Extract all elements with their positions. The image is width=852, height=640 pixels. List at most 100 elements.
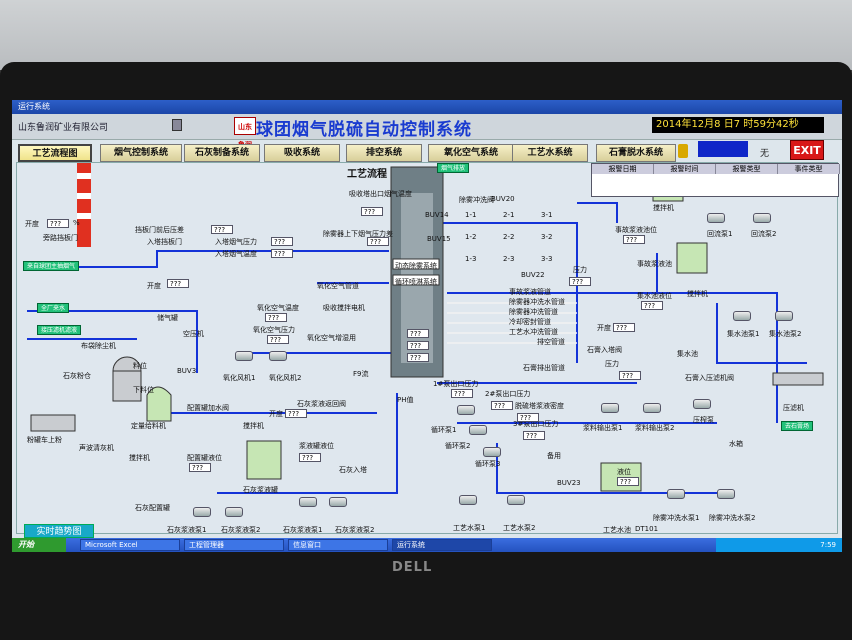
label-bv15: BUV15 xyxy=(427,235,451,243)
flue-gas-tag[interactable]: 烟气排放 xyxy=(437,163,470,173)
label-slurry-reflux: 石灰浆液返回阀 xyxy=(297,400,346,408)
factory-water-tag[interactable]: 全厂来水 xyxy=(37,303,70,313)
tab-process-flow[interactable]: 工艺流程图 xyxy=(18,144,92,162)
task-project-manager[interactable]: 工程管理器 xyxy=(184,539,284,551)
label-v13: 1-3 xyxy=(465,255,477,263)
trend-button[interactable]: 实时趋势图 xyxy=(24,524,94,538)
system-tray[interactable]: 7:59 xyxy=(716,538,842,552)
wall-background xyxy=(0,0,852,70)
value-abs-out-temp: ??? xyxy=(361,207,383,216)
label-rinse-1: 除雾冲洗水泵1 xyxy=(653,514,700,522)
window-title: 运行系统 xyxy=(12,100,842,114)
task-excel[interactable]: Microsoft Excel xyxy=(80,539,180,551)
label-truck: 粉罐车上粉 xyxy=(27,436,62,444)
label-gypsum-press: 石膏入压滤机阀 xyxy=(685,374,734,382)
pump-icon[interactable] xyxy=(329,497,347,507)
label-circ-2: 循环泵2 xyxy=(445,442,471,450)
label-opening-3: 开度 xyxy=(269,410,283,418)
alarm-table[interactable]: 报警日期 报警时间 报警类型 事件类型 xyxy=(591,163,840,197)
exit-button[interactable]: EXIT xyxy=(790,140,824,160)
alarm-header-event: 事件类型 xyxy=(778,164,840,174)
value-pressure-2: ??? xyxy=(619,371,641,380)
label-ox-fan-2: 氧化风机2 xyxy=(269,374,302,382)
value-demist-dp: ??? xyxy=(367,237,389,246)
label-p3: 3#泵出口压力 xyxy=(513,420,559,428)
collect-tank-icon xyxy=(676,242,708,274)
pump-icon[interactable] xyxy=(459,495,477,505)
label-feed-pump-1: 石灰浆液泵1 xyxy=(283,526,323,534)
tab-drain[interactable]: 排空系统 xyxy=(346,144,422,162)
user-login-box[interactable] xyxy=(698,141,748,157)
label-mist-pipe-4: 工艺水冲洗管道 xyxy=(509,328,558,336)
chimney-icon xyxy=(77,163,91,247)
pump-icon[interactable] xyxy=(507,495,525,505)
label-water-tank: 水箱 xyxy=(729,440,743,448)
label-demist-wash: 除雾冲洗阀 xyxy=(459,196,494,204)
label-sulfur-density: 脱硫塔浆液密度 xyxy=(515,402,564,410)
lock-icon[interactable] xyxy=(678,144,688,158)
label-accident-pipe: 事故浆液管道 xyxy=(509,288,551,296)
computer-icon[interactable] xyxy=(172,119,182,131)
value-tower-3: ??? xyxy=(407,353,429,362)
main-flue-tag[interactable]: 来自球团主抽烟气 xyxy=(23,261,80,271)
label-pct: % xyxy=(73,219,80,227)
pump-icon[interactable] xyxy=(693,399,711,409)
tab-flue-gas-control[interactable]: 烟气控制系统 xyxy=(100,144,182,162)
tab-oxidation-air[interactable]: 氧化空气系统 xyxy=(428,144,514,162)
label-slurry-tank: 石灰浆液罐 xyxy=(243,486,278,494)
task-info-window[interactable]: 信息窗口 xyxy=(288,539,388,551)
label-filter-press: 压滤机 xyxy=(783,404,804,412)
label-demister: 动态除雾系统 xyxy=(395,262,437,270)
value-ox-press: ??? xyxy=(267,335,289,344)
label-ox-temp: 氧化空气温度 xyxy=(257,304,299,312)
fan-icon[interactable] xyxy=(269,351,287,361)
label-lime-bin: 石灰粉仓 xyxy=(63,372,91,380)
tab-absorption[interactable]: 吸收系统 xyxy=(264,144,340,162)
label-in-pressure: 入塔烟气压力 xyxy=(215,238,257,246)
label-pressure-2: 压力 xyxy=(605,360,619,368)
pump-icon[interactable] xyxy=(225,507,243,517)
pump-icon[interactable] xyxy=(717,489,735,499)
pump-icon[interactable] xyxy=(733,311,751,321)
pump-icon[interactable] xyxy=(601,403,619,413)
pump-icon[interactable] xyxy=(299,497,317,507)
label-mist-pipe-3: 冷却密封管道 xyxy=(509,318,551,326)
label-bv14: BUV14 xyxy=(425,211,449,219)
taskbar: 开始 Microsoft Excel 工程管理器 信息窗口 运行系统 7:59 xyxy=(12,538,842,552)
value-gypsum-opening: ??? xyxy=(613,323,635,332)
label-spray: 循环喷淋系统 xyxy=(395,278,437,286)
to-gypsum-tag[interactable]: 去石膏场 xyxy=(781,421,814,431)
process-diagram: 工艺流程 烟气排放 报警日期 报警时间 报警类型 事件类型 开度 ??? % 旁… xyxy=(16,162,840,534)
pump-icon[interactable] xyxy=(775,311,793,321)
value-baffle-dp: ??? xyxy=(211,225,233,234)
start-button[interactable]: 开始 xyxy=(12,538,66,552)
pump-icon[interactable] xyxy=(707,213,725,223)
label-drain: 排空管道 xyxy=(537,338,565,346)
value-reflux-opening: ??? xyxy=(285,409,307,418)
tab-gypsum-dewater[interactable]: 石膏脱水系统 xyxy=(596,144,676,162)
time-text: 时59分42秒 xyxy=(743,119,799,130)
pump-icon[interactable] xyxy=(469,425,487,435)
label-collect-level: 集水池液位 xyxy=(637,292,672,300)
label-bv20: BUV20 xyxy=(491,195,515,203)
label-mixer-1: 搅拌机 xyxy=(129,454,150,462)
task-runtime[interactable]: 运行系统 xyxy=(392,539,492,551)
fan-icon[interactable] xyxy=(235,351,253,361)
pump-icon[interactable] xyxy=(457,405,475,415)
label-opening-2: 开度 xyxy=(147,282,161,290)
tab-lime-prep[interactable]: 石灰制备系统 xyxy=(184,144,260,162)
process-title: 工艺流程 xyxy=(347,169,387,180)
tab-process-water[interactable]: 工艺水系统 xyxy=(512,144,588,162)
label-lime-tank: 石灰配置罐 xyxy=(135,504,170,512)
filtrate-tag[interactable]: 接压滤机滤液 xyxy=(37,325,82,335)
pump-icon[interactable] xyxy=(643,403,661,413)
alarm-header-type: 报警类型 xyxy=(716,164,778,174)
label-slurry-level: 浆液罐液位 xyxy=(299,442,334,450)
label-lime-in: 石灰入塔 xyxy=(339,466,367,474)
pump-icon[interactable] xyxy=(753,213,771,223)
label-opening: 开度 xyxy=(25,220,39,228)
pump-icon[interactable] xyxy=(193,507,211,517)
value-tank-level: ??? xyxy=(189,463,211,472)
pump-icon[interactable] xyxy=(667,489,685,499)
pump-icon[interactable] xyxy=(483,447,501,457)
